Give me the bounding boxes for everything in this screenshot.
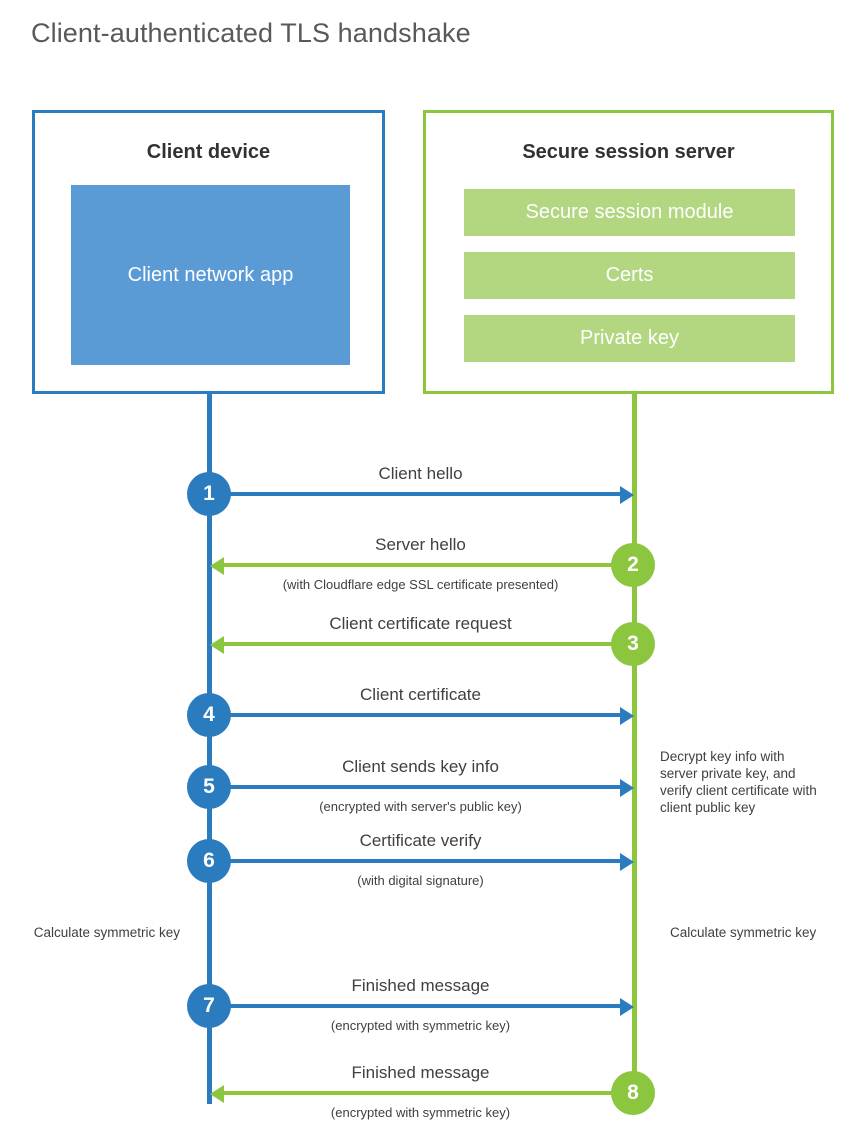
message-line: [210, 859, 621, 863]
client-device-box: Client device Client network app: [32, 110, 385, 394]
step-circle-8[interactable]: 8: [611, 1071, 655, 1115]
message-label-3: Client certificate request: [329, 614, 512, 633]
step-circle-5[interactable]: 5: [187, 765, 231, 809]
message-label-7: Finished message: [351, 976, 490, 995]
step-circle-7[interactable]: 7: [187, 984, 231, 1028]
message-sublabel-6: (with digital signature): [357, 873, 484, 888]
server-lifeline: [632, 393, 637, 1093]
message-line: [210, 785, 621, 789]
server-block-private-key: Private key: [464, 315, 795, 362]
message-sublabel-8: (encrypted with symmetric key): [330, 1105, 511, 1120]
server-block-certs: Certs: [464, 252, 795, 299]
client-network-app-block: Client network app: [71, 185, 350, 365]
arrowhead-left-icon: [210, 557, 224, 575]
message-line: [210, 1004, 621, 1008]
message-label-5: Client sends key info: [342, 757, 499, 776]
arrowhead-left-icon: [210, 1085, 224, 1103]
message-sublabel-2: (with Cloudflare edge SSL certificate pr…: [282, 577, 559, 592]
page-title: Client-authenticated TLS handshake: [31, 18, 471, 48]
message-sublabel-5: (encrypted with server's public key): [319, 799, 522, 814]
step-circle-6[interactable]: 6: [187, 839, 231, 883]
note-calculate-symmetric-key-server: Calculate symmetric key: [670, 925, 817, 940]
arrowhead-right-icon: [620, 779, 634, 797]
message-sublabel-7: (encrypted with symmetric key): [330, 1018, 511, 1033]
arrowhead-right-icon: [620, 853, 634, 871]
message-label-8: Finished message: [351, 1063, 490, 1082]
client-device-title: Client device: [146, 141, 271, 163]
server-block-secure-session-module: Secure session module: [464, 189, 795, 236]
message-line: [210, 713, 621, 717]
message-label-1: Client hello: [378, 464, 463, 483]
message-label-6: Certificate verify: [359, 831, 482, 850]
message-line: [210, 492, 621, 496]
message-line: [222, 642, 633, 646]
arrowhead-left-icon: [210, 636, 224, 654]
step-circle-3[interactable]: 3: [611, 622, 655, 666]
note-decrypt-key-info: Decrypt key info with server private key…: [660, 749, 817, 815]
secure-session-server-title: Secure session server: [522, 141, 735, 163]
message-label-4: Client certificate: [360, 685, 481, 704]
arrowhead-right-icon: [620, 707, 634, 725]
message-label-2: Server hello: [375, 535, 466, 554]
note-calculate-symmetric-key-client: Calculate symmetric key: [33, 925, 180, 940]
message-line: [222, 563, 633, 567]
client-lifeline: [207, 393, 212, 1104]
secure-session-server-box: Secure session server Secure session mod…: [423, 110, 834, 394]
arrowhead-right-icon: [620, 998, 634, 1016]
arrowhead-right-icon: [620, 486, 634, 504]
message-line: [222, 1091, 633, 1095]
step-circle-2[interactable]: 2: [611, 543, 655, 587]
step-circle-1[interactable]: 1: [187, 472, 231, 516]
step-circle-4[interactable]: 4: [187, 693, 231, 737]
